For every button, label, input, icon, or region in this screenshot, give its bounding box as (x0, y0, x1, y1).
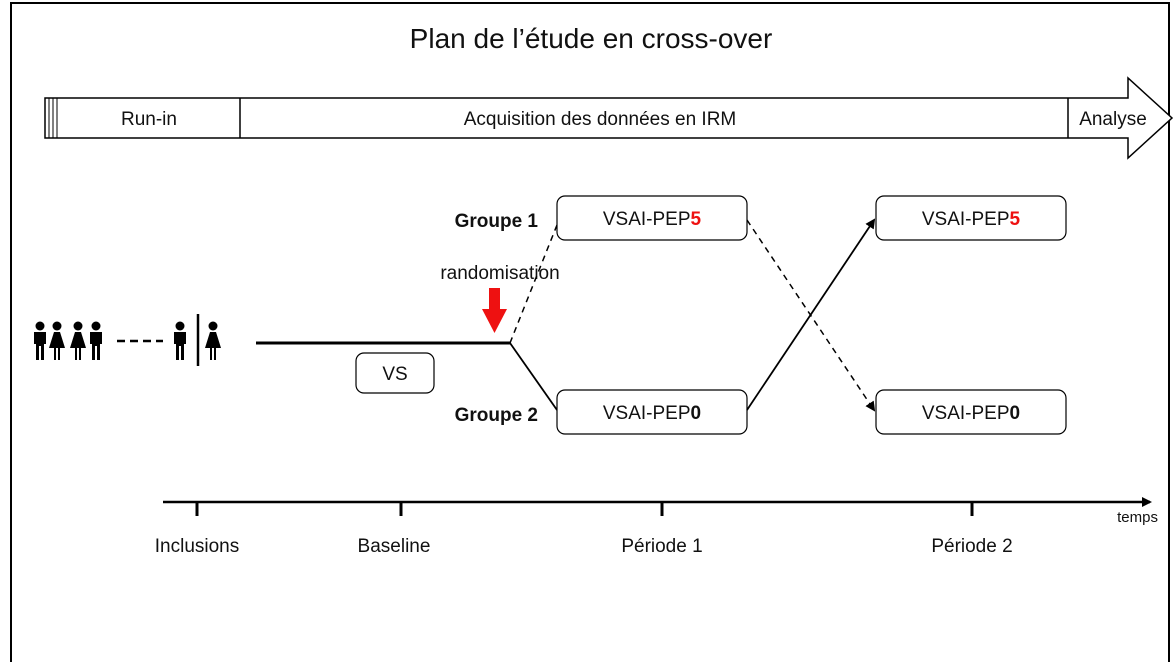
box-g2-period2-prefix: VSAI-PEP (922, 209, 1010, 230)
box-g1-period2: VSAI-PEP0 (875, 389, 1067, 435)
phase-analyse: Analyse (1079, 109, 1147, 130)
diagram-frame (10, 2, 1170, 662)
group2-label: Groupe 2 (455, 405, 538, 426)
group1-label: Groupe 1 (455, 211, 539, 232)
man-icon (174, 321, 186, 360)
phase-acquisition: Acquisition des données en IRM (464, 109, 737, 130)
box-g2-period1-prefix: VSAI-PEP (603, 403, 691, 424)
box-g2-period1-suffix: 0 (691, 403, 702, 424)
branch-group1 (509, 224, 558, 344)
box-g2-period2: VSAI-PEP5 (875, 195, 1067, 241)
box-g2-period1: VSAI-PEP0 (556, 389, 748, 435)
tick-label-baseline: Baseline (358, 536, 431, 557)
people-group-icon (34, 321, 102, 360)
box-g1-period2-prefix: VSAI-PEP (922, 403, 1010, 424)
box-g1-period1-prefix: VSAI-PEP (603, 209, 691, 230)
tick-label-periode1: Période 1 (621, 536, 702, 557)
crossover-g2-arrow (746, 218, 876, 411)
timeline-axis-label: temps (1117, 509, 1158, 526)
tick-label-inclusions: Inclusions (155, 536, 240, 557)
randomisation-arrow-icon (482, 288, 507, 333)
branch-group2 (509, 342, 558, 411)
box-g1-period2-suffix: 0 (1010, 403, 1021, 424)
box-g1-period1-suffix: 5 (691, 209, 702, 230)
svg-text:VSAI-PEP0: VSAI-PEP0 (922, 403, 1020, 424)
vs-box: VS (355, 352, 435, 394)
phase-bar: Run-in Acquisition des données en IRM An… (44, 76, 1174, 160)
box-g1-period1: VSAI-PEP5 (556, 195, 748, 241)
tick-label-periode2: Période 2 (931, 536, 1012, 557)
box-g2-period2-suffix: 5 (1010, 209, 1021, 230)
phase-run-in: Run-in (121, 109, 177, 130)
svg-text:VSAI-PEP5: VSAI-PEP5 (922, 209, 1021, 230)
page-title: Plan de l’étude en cross-over (410, 23, 773, 54)
vs-label: VS (382, 364, 407, 385)
woman-icon (205, 321, 221, 360)
svg-text:VSAI-PEP5: VSAI-PEP5 (603, 209, 702, 230)
timeline: temps Inclusions Baseline Période 1 Péri… (155, 497, 1158, 557)
randomisation-label: randomisation (440, 263, 559, 284)
svg-text:VSAI-PEP0: VSAI-PEP0 (603, 403, 701, 424)
